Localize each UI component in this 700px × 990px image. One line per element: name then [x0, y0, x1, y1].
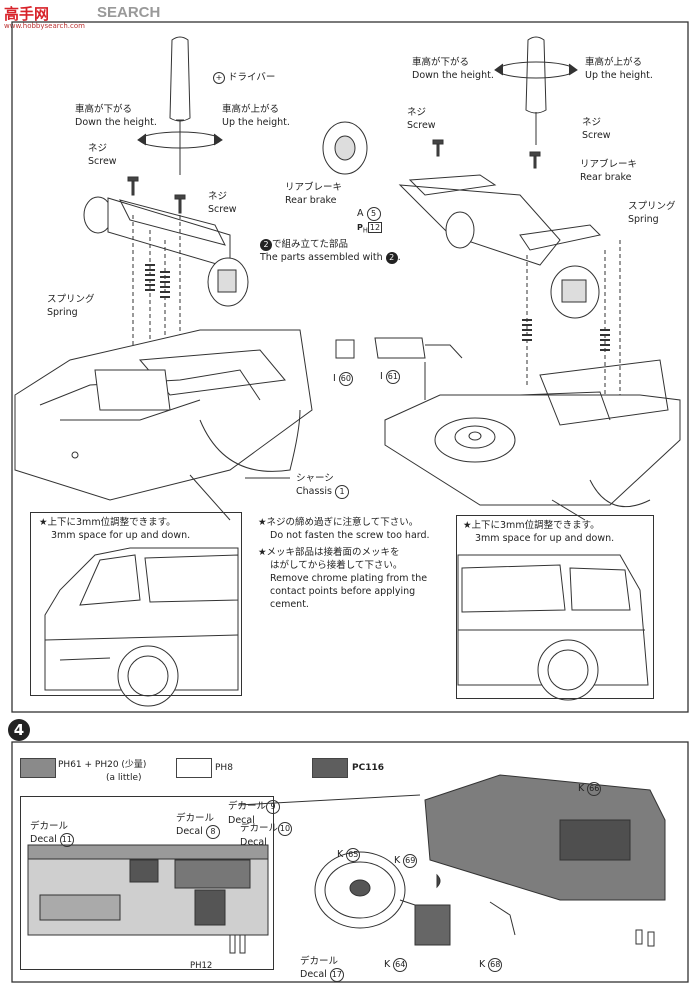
left-adjust-inset: ★上下に3mm位調整できます。 3mm space for up and dow… — [30, 512, 242, 696]
left-up-height-label: 車高が上がる Up the height. — [222, 104, 290, 128]
rear-brake-left-label: リアブレーキ Rear brake — [285, 182, 343, 206]
part-i60-label: I 60 — [333, 372, 353, 386]
dashboard-detail-drawing — [27, 794, 421, 954]
dashboard-detail-inset — [20, 796, 274, 970]
legend-paint-mix-label: PH61 + PH20 (少量) (a little) — [58, 760, 147, 783]
part-number-1: 1 — [335, 485, 349, 499]
right-assembly-drawing — [322, 36, 681, 521]
decal-8-label: デカール Decal 8 — [176, 812, 220, 839]
legend-swatch-dark — [20, 758, 56, 778]
right-screw1-label: ネジ Screw — [407, 107, 436, 131]
watermark-logo-chars: 高手网 — [4, 6, 50, 23]
watermark-url: www.hobbysearch.com — [4, 22, 85, 30]
right-adjust-inset: ★上下に3mm位調整できます。 3mm space for up and dow… — [456, 515, 654, 699]
watermark-logo: 高手网 — [4, 3, 49, 24]
right-spring-label: スプリング Spring — [628, 201, 676, 225]
chrome-caution-note: ★メッキ部品は接着面のメッキを はがしてから接着して下さい。 Remove ch… — [258, 547, 428, 610]
legend-swatch-light — [176, 758, 212, 778]
left-inset-note: ★上下に3mm位調整できます。 3mm space for up and dow… — [39, 517, 191, 541]
right-van-drawing — [457, 554, 649, 701]
right-screw2-label: ネジ Screw — [582, 117, 611, 141]
watermark-site: SEARCH — [97, 4, 161, 21]
part-k68-label: K 68 — [479, 958, 503, 972]
left-down-height-label: 車高が下がる Down the height. — [75, 104, 157, 128]
part-i61-label: I 61 — [380, 370, 400, 384]
decal-11-label: デカール Decal 11 — [30, 821, 74, 847]
step-4-badge: 4 — [8, 719, 30, 741]
part-k69-label: K 69 — [394, 854, 418, 868]
decal-17-label: デカール Decal 17 — [300, 956, 344, 982]
phillips-icon: + — [213, 72, 225, 84]
legend-paint-ph8-label: PH8 — [215, 763, 233, 773]
part-k64-label: K 64 — [384, 958, 408, 972]
left-screw2-label: ネジ Screw — [208, 191, 237, 215]
dashboard-exploded-drawing — [314, 774, 666, 947]
part-k65-label: K 65 — [337, 848, 361, 862]
paint-ph12-label: PH12 — [190, 961, 213, 971]
step-badge-2b: 2 — [385, 252, 398, 264]
left-van-drawing — [44, 547, 239, 707]
left-screw1-label: ネジ Screw — [88, 143, 117, 167]
rear-brake-right-label: リアブレーキ Rear brake — [580, 159, 638, 183]
left-spring-label: スプリング Spring — [47, 294, 95, 318]
legend-paint-pc116-label: PC116 — [352, 763, 384, 773]
screw-caution-note: ★ネジの締め過ぎに注意して下さい。 Do not fasten the scre… — [258, 517, 430, 541]
legend-swatch-mid — [312, 758, 348, 778]
right-up-height-label: 車高が上がる Up the height. — [585, 57, 653, 81]
top-frame — [11, 21, 689, 713]
step-badge-2: 2 — [260, 239, 272, 251]
part-k66-label: K 66 — [578, 782, 602, 796]
step4-frame — [11, 741, 689, 983]
chassis-label: シャーシ Chassis 1 — [296, 472, 349, 499]
right-down-height-label: 車高が下がる Down the height. — [412, 57, 494, 81]
left-assembly-drawing — [14, 36, 313, 521]
right-inset-note: ★上下に3mm位調整できます。 3mm space for up and dow… — [463, 520, 615, 544]
driver-label: + ドライバー — [213, 72, 275, 84]
